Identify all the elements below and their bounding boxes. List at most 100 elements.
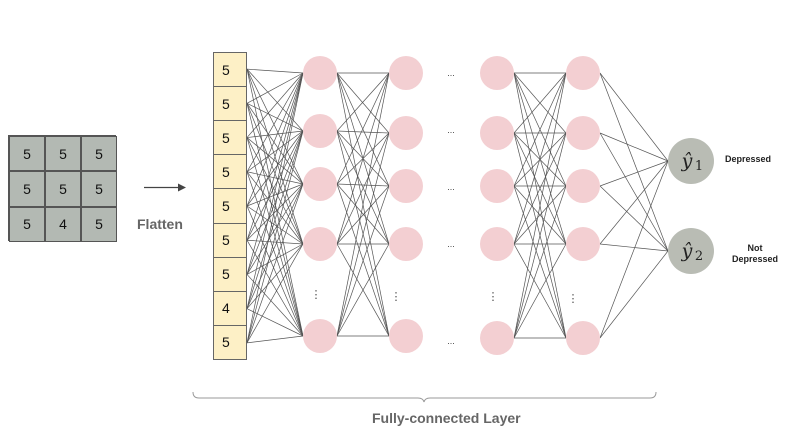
connection-edge bbox=[246, 103, 304, 132]
output-node bbox=[668, 138, 714, 184]
connection-edge bbox=[246, 274, 304, 337]
horizontal-ellipsis: ... bbox=[447, 182, 455, 192]
matrix-cell: 5 bbox=[9, 171, 45, 207]
connection-edge bbox=[336, 130, 390, 134]
matrix-cell: 5 bbox=[45, 171, 81, 207]
connection-edge bbox=[336, 72, 390, 132]
flattened-cell: 4 bbox=[214, 291, 246, 326]
connection-edge bbox=[513, 185, 567, 245]
matrix-cell: 5 bbox=[81, 171, 117, 207]
connection-edge bbox=[246, 72, 304, 241]
connection-edge bbox=[336, 72, 390, 134]
hidden-neuron bbox=[566, 321, 600, 355]
nodes bbox=[303, 56, 600, 355]
connection-edge bbox=[246, 183, 304, 309]
connection-edge bbox=[336, 132, 390, 337]
connection-edge bbox=[599, 250, 669, 339]
flattened-cell: 5 bbox=[214, 87, 246, 122]
output-symbol: ŷ bbox=[681, 150, 693, 172]
connection-edge bbox=[599, 72, 669, 252]
horizontal-ellipsis: ... bbox=[447, 239, 455, 249]
output-label-not-depressed: Not Depressed bbox=[720, 243, 790, 265]
connection-edge bbox=[246, 130, 304, 309]
connection-edge bbox=[246, 103, 304, 185]
hidden-neuron bbox=[566, 116, 600, 150]
horizontal-ellipsis: ... bbox=[447, 125, 455, 135]
connection-edge bbox=[246, 183, 304, 207]
vertical-ellipsis: ⋮ bbox=[311, 288, 322, 301]
flattened-cell: 5 bbox=[214, 223, 246, 258]
connection-edge bbox=[513, 72, 567, 245]
hidden-neuron bbox=[303, 167, 337, 201]
connection-edge bbox=[246, 183, 304, 344]
matrix-cell: 5 bbox=[45, 136, 81, 172]
ellipses: ...............⋮⋮⋮⋮ bbox=[311, 68, 579, 346]
connection-edge bbox=[336, 183, 390, 245]
connection-edge bbox=[246, 72, 304, 343]
connection-edge bbox=[246, 137, 304, 185]
connection-edge bbox=[246, 308, 304, 337]
horizontal-ellipsis: ... bbox=[447, 336, 455, 346]
connection-edge bbox=[599, 72, 669, 162]
connection-edge bbox=[336, 185, 390, 337]
edges bbox=[246, 68, 669, 344]
matrix-cell: 5 bbox=[9, 206, 45, 242]
connection-edge bbox=[336, 72, 390, 337]
hidden-neuron bbox=[566, 227, 600, 261]
output-label-depressed: Depressed bbox=[724, 154, 772, 164]
connection-edge bbox=[513, 132, 567, 245]
connection-edge bbox=[599, 243, 669, 252]
connection-edge bbox=[336, 243, 390, 337]
hidden-neuron bbox=[480, 321, 514, 355]
matrix-cell: 4 bbox=[45, 206, 81, 242]
hidden-neuron bbox=[303, 319, 337, 353]
matrix-cell: 5 bbox=[81, 206, 117, 242]
hidden-neuron bbox=[389, 56, 423, 90]
hidden-neuron bbox=[480, 169, 514, 203]
connection-edge bbox=[246, 130, 304, 173]
connection-edge bbox=[599, 132, 669, 162]
output-subscript: 2 bbox=[695, 249, 703, 264]
connection-edge bbox=[513, 243, 567, 339]
connection-edge bbox=[599, 160, 669, 245]
hidden-neuron bbox=[480, 116, 514, 150]
connection-edge bbox=[599, 160, 669, 187]
connection-edge bbox=[336, 183, 390, 187]
connection-edge bbox=[336, 130, 390, 245]
flattened-cell: 5 bbox=[214, 53, 246, 88]
connection-edge bbox=[246, 68, 304, 132]
hidden-neuron bbox=[303, 56, 337, 90]
hidden-neuron bbox=[389, 116, 423, 150]
connection-edge bbox=[246, 130, 304, 241]
flattened-cell: 5 bbox=[214, 257, 246, 292]
connection-edge bbox=[246, 130, 304, 343]
connection-edge bbox=[246, 130, 304, 138]
connection-edge bbox=[246, 68, 304, 74]
hidden-neuron bbox=[480, 56, 514, 90]
flattened-cell: 5 bbox=[214, 121, 246, 156]
flattened-cell: 5 bbox=[214, 155, 246, 190]
hidden-neuron bbox=[566, 56, 600, 90]
connection-edge bbox=[246, 171, 304, 185]
flattened-vector: 5 5 5 5 5 5 5 4 5 bbox=[213, 52, 247, 360]
flattened-cell: 5 bbox=[214, 189, 246, 224]
connection-edge bbox=[336, 185, 390, 245]
hidden-neuron bbox=[480, 227, 514, 261]
connection-edge bbox=[246, 171, 304, 337]
connection-edge bbox=[513, 132, 567, 339]
flatten-arrow bbox=[144, 183, 186, 192]
matrix-cell: 5 bbox=[81, 136, 117, 172]
hidden-neuron bbox=[303, 114, 337, 148]
connection-edge bbox=[246, 72, 304, 275]
matrix-cell: 5 bbox=[9, 136, 45, 172]
connection-edge bbox=[246, 240, 304, 337]
connection-edge bbox=[599, 160, 669, 339]
hidden-neuron bbox=[389, 319, 423, 353]
connection-edge bbox=[336, 72, 390, 185]
connection-edge bbox=[246, 335, 304, 344]
connection-edge bbox=[336, 72, 390, 245]
hidden-neuron bbox=[389, 169, 423, 203]
output-symbol: ŷ bbox=[681, 240, 693, 262]
